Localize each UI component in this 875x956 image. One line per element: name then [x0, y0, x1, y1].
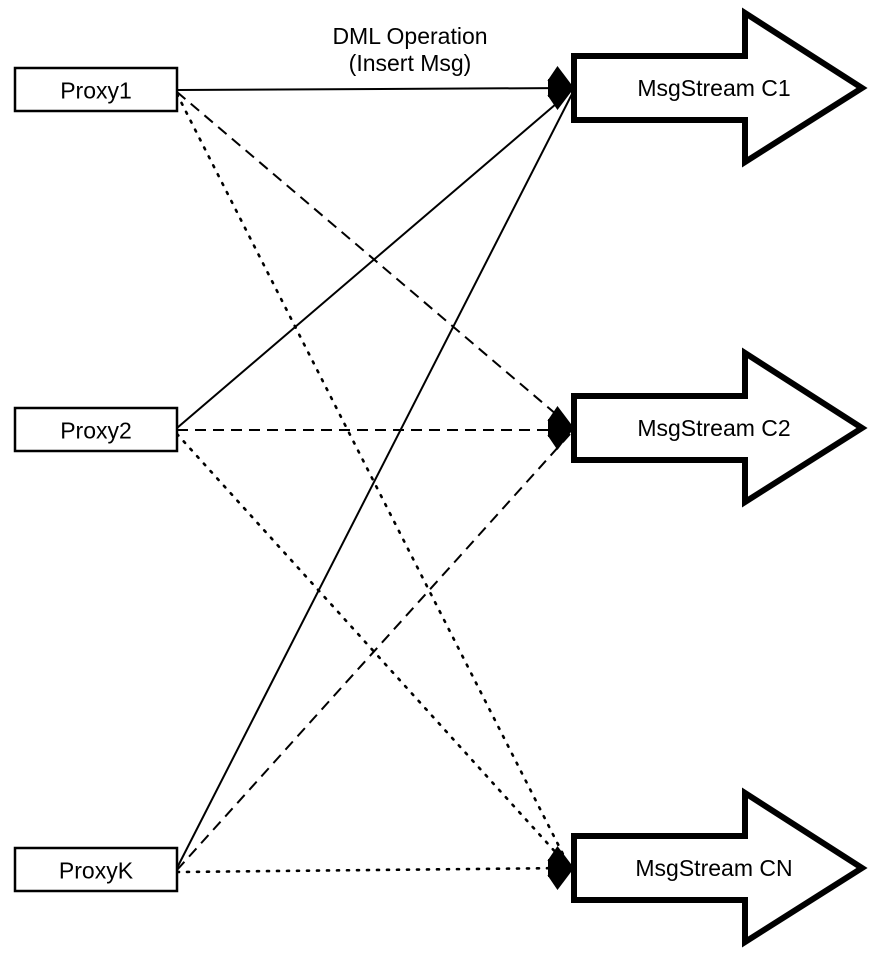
edge-label-group: DML Operation (Insert Msg): [332, 23, 487, 76]
arrowhead-triangle: [547, 845, 574, 868]
stream-stream_cn[interactable]: MsgStream CN: [571, 787, 868, 948]
proxy-box-shape[interactable]: [13, 846, 179, 893]
edge-label-line2: (Insert Msg): [349, 50, 472, 76]
link-proxy1-to-stream_cn: [175, 92, 570, 866]
link-proxyk-to-stream_c2: [176, 433, 571, 871]
proxy-label: Proxy2: [60, 418, 132, 444]
arrowhead-triangle: [548, 79, 574, 97]
proxy-label: ProxyK: [59, 858, 134, 884]
stream-arrow-shape[interactable]: [571, 787, 868, 948]
proxy-proxyk[interactable]: ProxyK: [13, 846, 179, 893]
stream-stream_c2[interactable]: MsgStream C2: [571, 347, 868, 508]
stream-label: MsgStream C1: [637, 75, 790, 101]
stream-stream_c1[interactable]: MsgStream C1: [571, 7, 868, 168]
arrowhead-triangle: [548, 859, 574, 877]
arrowhead-head-cn: [547, 845, 574, 891]
arrowhead-head-c1: [547, 65, 574, 111]
link-proxyk-to-stream_cn: [175, 866, 570, 874]
proxy-label: Proxy1: [60, 78, 132, 104]
link-proxy1-to-stream_c1: [176, 87, 571, 91]
edge-label-line1: DML Operation: [332, 23, 487, 49]
stream-label: MsgStream CN: [635, 855, 792, 881]
arrowhead-triangle: [548, 419, 574, 437]
arrowhead-head-c2: [547, 405, 574, 451]
proxy-proxy1[interactable]: Proxy1: [13, 66, 179, 113]
stream-label: MsgStream C2: [637, 415, 790, 441]
link-proxy2-to-stream_cn: [175, 432, 570, 868]
arrowhead-triangle: [547, 405, 574, 428]
proxy-proxy2[interactable]: Proxy2: [13, 406, 179, 453]
link-proxyk-to-stream_c1: [176, 93, 573, 869]
links-layer: [175, 87, 573, 874]
stream-arrow-shape[interactable]: [571, 7, 868, 168]
streams-layer: MsgStream C1 MsgStream C2 MsgStream CN: [571, 7, 868, 948]
proxy-box-shape[interactable]: [13, 66, 179, 113]
stream-arrow-shape[interactable]: [571, 347, 868, 508]
proxy-box-shape[interactable]: [13, 406, 179, 453]
arrowhead-triangle: [547, 65, 574, 88]
arrowheads-layer: [547, 65, 574, 891]
link-proxy2-to-stream_c1: [176, 91, 571, 429]
